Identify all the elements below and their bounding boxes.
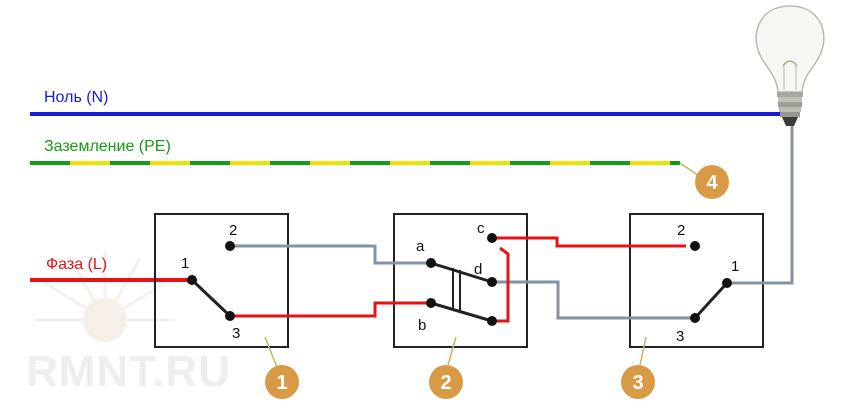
switch-1-pin-3 <box>225 311 235 321</box>
switch-3-lever <box>693 281 729 320</box>
switch-2-pin-b <box>426 298 436 308</box>
switch-3-label-2: 2 <box>677 222 685 239</box>
callout-line-3 <box>639 336 647 366</box>
badge-4-text: 4 <box>706 172 718 194</box>
switch-2-pin-c <box>487 233 497 243</box>
light-bulb-icon <box>755 5 825 126</box>
switch-3-pin-2 <box>690 241 700 251</box>
switch-1-pin-1 <box>187 275 197 285</box>
wire-d-to-s3-3 <box>492 280 695 320</box>
switch-1-label-3: 3 <box>232 325 240 342</box>
wire-c-to-s3-2 <box>492 236 686 248</box>
switch-3-label-1: 1 <box>731 258 739 275</box>
badge-1: 1 <box>265 365 299 399</box>
wire-s1-2-to-a <box>230 244 431 265</box>
wire-s1-3-to-b <box>231 301 431 318</box>
switch-3-pin-1 <box>722 278 732 288</box>
switch-2-pin-d2 <box>487 316 497 326</box>
badge-3: 3 <box>621 365 655 399</box>
wire-s3-1-to-lamp <box>727 118 794 285</box>
switch-3-pin-3 <box>690 313 700 323</box>
switch-2-label-c: c <box>477 220 485 237</box>
switch-2-lever-bottom <box>430 301 493 323</box>
switch-1-lever <box>190 278 232 318</box>
switch-1-pin-2 <box>225 241 235 251</box>
switch-2-pin-d <box>487 277 497 287</box>
watermark-text: RMNT.RU <box>26 347 231 396</box>
switch-1-label-2: 2 <box>229 222 237 239</box>
phase-label: Фаза (L) <box>46 256 107 273</box>
switch-2-label-d: d <box>474 261 482 278</box>
callout-line-1 <box>264 336 279 371</box>
switch-1-box <box>154 213 289 348</box>
switch-3-label-3: 3 <box>676 328 684 345</box>
switch-2-label-a: a <box>416 238 425 255</box>
callout-line-2 <box>447 336 457 366</box>
switch-1-label-1: 1 <box>181 255 189 272</box>
rmnt-logo-icon <box>35 250 175 342</box>
wire-c-to-bottom-right <box>492 246 510 323</box>
badge-3-text: 3 <box>632 372 643 394</box>
switch-3-box <box>629 213 764 348</box>
neutral-label: Ноль (N) <box>44 89 108 106</box>
badge-2: 2 <box>429 365 463 399</box>
badge-2-text: 2 <box>440 372 451 394</box>
badge-4: 4 <box>695 165 729 199</box>
switch-2-lever-top <box>430 261 493 284</box>
badge-1-text: 1 <box>276 372 287 394</box>
switch-2-label-b: b <box>418 317 426 334</box>
ground-label: Заземление (PE) <box>44 138 171 155</box>
switch-2-pin-a <box>426 258 436 268</box>
